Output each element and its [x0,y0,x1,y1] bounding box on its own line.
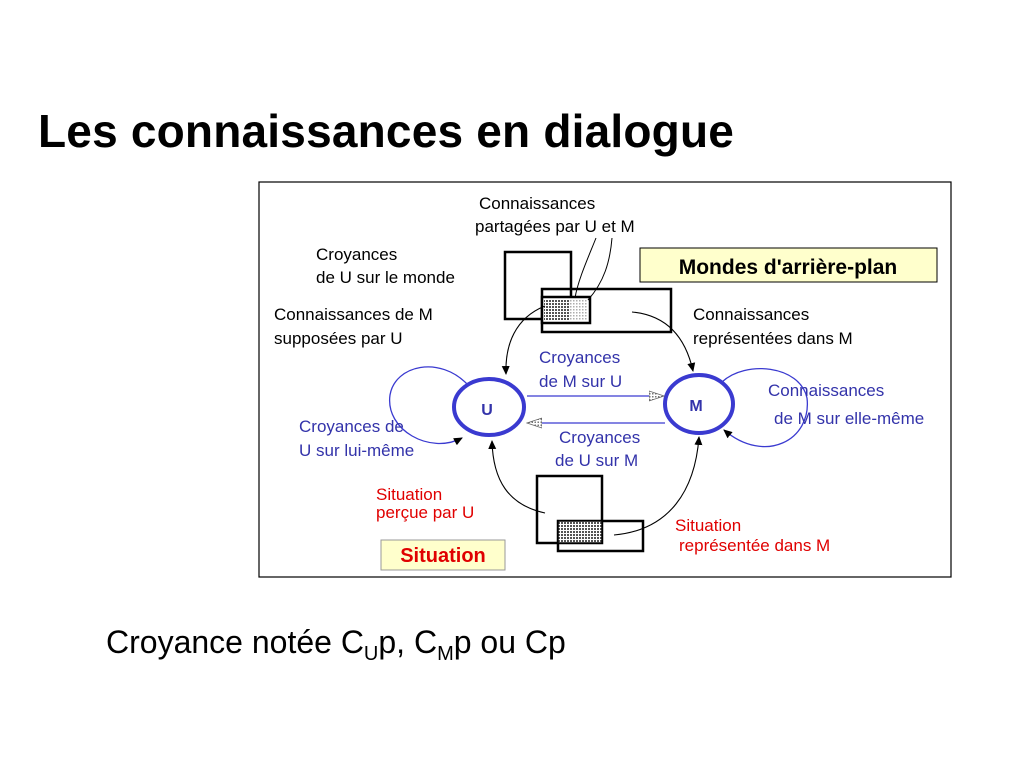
label-situation: Situation [400,545,486,567]
shared-label-pointer [574,237,597,299]
label-u-beliefs-world-2: de U sur le monde [316,268,455,287]
node-u [452,377,526,437]
label-situation-m-1: Situation [675,516,741,535]
bottom-box-to-m-curve [613,436,703,536]
shared-knowledge-fill [544,299,570,321]
background-worlds-box [639,247,938,283]
node-u-label: U [481,402,493,419]
label-u-about-itself-2: U sur lui-même [299,441,414,460]
label-shared-knowledge-2: partagées par U et M [475,217,635,236]
label-situation-m-2: représentée dans M [679,536,830,555]
label-u-beliefs-m-2: de U sur M [555,451,638,470]
label-m-about-itself-1: Connaissances [768,381,884,400]
shared-knowledge-fill-light [570,299,588,321]
m-self-loop [721,368,808,448]
label-situation-u-2: perçue par U [376,503,474,522]
label-u-beliefs-m-1: Croyances [559,428,640,447]
top-box-to-u-curve [501,305,546,375]
label-m-supposed-by-u-2: supposées par U [274,329,403,348]
label-m-about-itself-2: de M sur elle-même [774,409,924,428]
label-u-about-itself-1: Croyances de [299,417,404,436]
label-situation-u-1: Situation [376,485,442,504]
caption-part-1: Croyance notée C [106,624,364,660]
caption-subscript-u: U [363,643,379,665]
caption-part-3: p ou Cp [453,624,566,660]
label-represented-in-m-1: Connaissances [693,305,809,324]
shared-label-pointer-2 [587,237,613,301]
label-u-beliefs-world-1: Croyances [316,245,397,264]
label-shared-knowledge-1: Connaissances [479,194,595,213]
label-m-beliefs-u-2: de M sur U [539,372,622,391]
caption-part-2: p, C [378,624,438,660]
top-box-to-m-curve [631,311,696,372]
slide-title: Les connaissances en dialogue [38,105,735,157]
node-m-label: M [689,398,702,415]
bottom-box-to-u-curve [488,440,546,514]
label-m-beliefs-u-1: Croyances [539,348,620,367]
belief-notation-caption: Croyance notée CUp, CMp ou Cp [106,624,566,666]
label-m-supposed-by-u-1: Connaissances de M [274,305,433,324]
label-represented-in-m-2: représentées dans M [693,329,853,348]
u-self-loop [389,366,469,446]
label-background-worlds: Mondes d'arrière-plan [679,256,898,279]
shared-situation-box [557,520,603,544]
situation-box [380,539,506,571]
caption-subscript-m: M [437,643,454,665]
